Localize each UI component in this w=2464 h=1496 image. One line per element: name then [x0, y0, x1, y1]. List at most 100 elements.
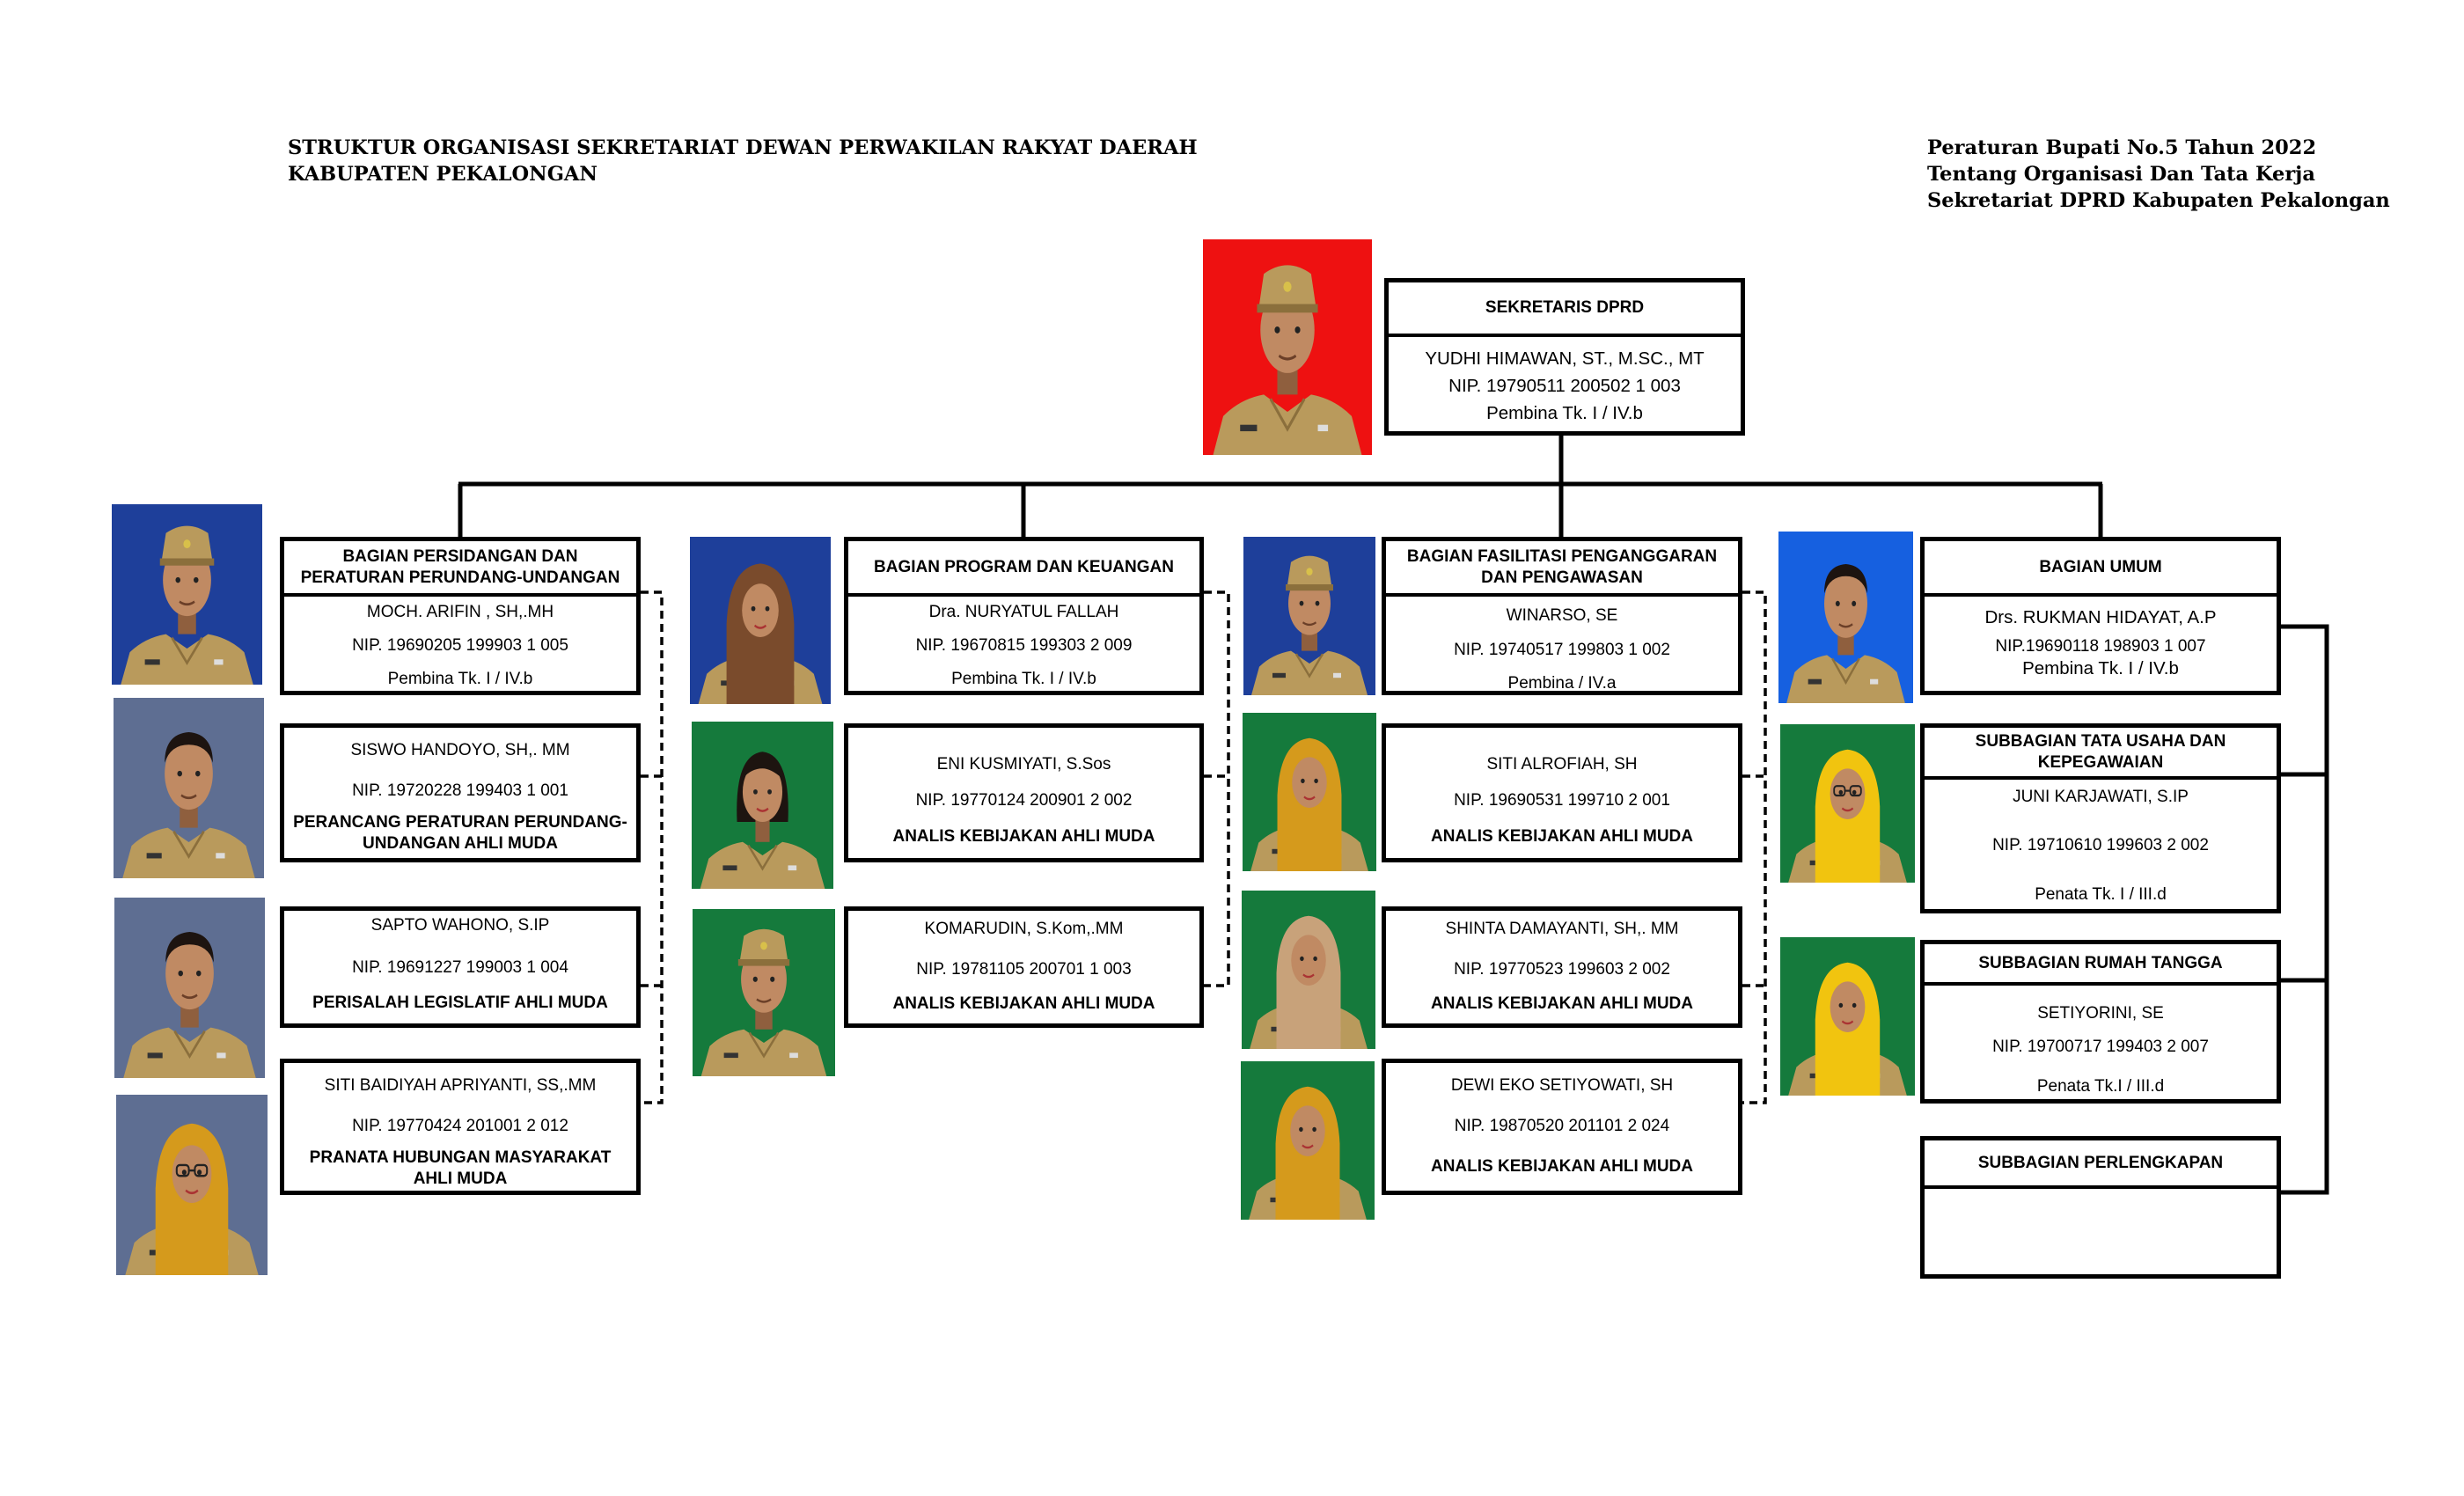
bagian-persidangan-box: BAGIAN PERSIDANGAN DAN PERATURAN PERUNDA… [280, 537, 641, 695]
staff-name: KOMARUDIN, S.Kom,.MM [924, 920, 1124, 938]
bagian-umum-box: BAGIAN UMUM Drs. RUKMAN HIDAYAT, A.P NIP… [1920, 537, 2281, 695]
staff-name: SISWO HANDOYO, SH,. MM [350, 741, 570, 759]
portrait-photo [1780, 937, 1915, 1096]
staff-box: SHINTA DAMAYANTI, SH,. MM NIP. 19770523 … [1382, 906, 1742, 1028]
staff-nip: NIP. 19770424 201001 2 012 [352, 1117, 568, 1135]
official-name: JUNI KARJAWATI, S.IP [2013, 788, 2189, 806]
regulation-line-3: Sekretariat DPRD Kabupaten Pekalongan [1927, 189, 2390, 212]
portrait-image [114, 698, 264, 878]
official-rank: Pembina / IV.a [1507, 674, 1617, 693]
official-name: MOCH. ARIFIN , SH,.MH [366, 603, 554, 621]
portrait-photo [114, 898, 265, 1078]
portrait-photo [1242, 891, 1375, 1049]
portrait-image [692, 722, 833, 889]
box-title: BAGIAN PROGRAM DAN KEUANGAN [848, 541, 1199, 597]
staff-name: SITI ALROFIAH, SH [1486, 755, 1638, 774]
official-nip: NIP. 19710610 199603 2 002 [1992, 836, 2209, 854]
staff-nip: NIP. 19781105 200701 1 003 [916, 960, 1132, 979]
title-line-1: STRUKTUR ORGANISASI SEKRETARIAT DEWAN PE… [288, 136, 1198, 159]
portrait-photo [1203, 239, 1372, 455]
document-title: STRUKTUR ORGANISASI SEKRETARIAT DEWAN PE… [288, 135, 1198, 187]
official-rank: Penata Tk. I / III.d [2035, 885, 2167, 904]
portrait-photo [692, 722, 833, 889]
official-rank: Penata Tk.I / III.d [2036, 1077, 2165, 1096]
staff-role: PERANCANG PERATURAN PERUNDANG-UNDANGAN A… [293, 813, 627, 853]
staff-box: DEWI EKO SETIYOWATI, SH NIP. 19870520 20… [1382, 1059, 1742, 1195]
official-name: WINARSO, SE [1506, 606, 1618, 625]
official-name: Dra. NURYATUL FALLAH [928, 603, 1119, 621]
staff-name: SAPTO WAHONO, S.IP [370, 916, 550, 935]
official-rank: Pembina Tk. I / IV.b [951, 670, 1096, 688]
official-nip: NIP.19690118 198903 1 007 [1995, 637, 2206, 656]
portrait-photo [1243, 537, 1375, 695]
portrait-image [1778, 532, 1913, 703]
portrait-image [116, 1095, 268, 1275]
box-title: SEKRETARIS DPRD [1389, 282, 1741, 337]
staff-role: ANALIS KEBIJAKAN AHLI MUDA [1430, 994, 1694, 1013]
box-title: SUBBAGIAN TATA USAHA DAN KEPEGAWAIAN [1925, 728, 2277, 780]
subbagian-perlengkapan-box: SUBBAGIAN PERLENGKAPAN [1920, 1136, 2281, 1279]
portrait-photo [1241, 1061, 1375, 1220]
regulation-reference: Peraturan Bupati No.5 Tahun 2022 Tentang… [1927, 135, 2390, 214]
staff-box: SAPTO WAHONO, S.IP NIP. 19691227 199003 … [280, 906, 641, 1028]
staff-nip: NIP. 19870520 201101 2 024 [1454, 1117, 1670, 1135]
official-nip: NIP. 19790511 200502 1 003 [1448, 376, 1681, 396]
staff-role: ANALIS KEBIJAKAN AHLI MUDA [1430, 827, 1694, 846]
connector-umum-bracket [2281, 624, 2329, 1195]
box-title: BAGIAN UMUM [1925, 541, 2277, 597]
portrait-image [114, 898, 265, 1078]
portrait-photo [114, 698, 264, 878]
box-title: SUBBAGIAN RUMAH TANGGA [1925, 944, 2277, 986]
subbagian-rumah-tangga-box: SUBBAGIAN RUMAH TANGGA SETIYORINI, SE NI… [1920, 940, 2281, 1104]
official-nip: NIP. 19690205 199903 1 005 [352, 636, 568, 655]
staff-role: PRANATA HUBUNGAN MASYARAKAT AHLI MUDA [309, 1148, 612, 1188]
box-title: BAGIAN PERSIDANGAN DAN PERATURAN PERUNDA… [284, 541, 636, 597]
regulation-line-2: Tentang Organisasi Dan Tata Kerja [1927, 163, 2315, 186]
portrait-photo [116, 1095, 268, 1275]
staff-box: KOMARUDIN, S.Kom,.MM NIP. 19781105 20070… [844, 906, 1204, 1028]
official-nip: NIP. 19700717 199403 2 007 [1992, 1038, 2209, 1056]
official-nip: NIP. 19740517 199803 1 002 [1454, 641, 1670, 659]
staff-nip: NIP. 19720228 199403 1 001 [352, 781, 568, 800]
staff-box: SITI ALROFIAH, SH NIP. 19690531 199710 2… [1382, 723, 1742, 862]
portrait-image [693, 909, 835, 1076]
official-rank: Pembina Tk. I / IV.b [387, 670, 533, 688]
staff-box: ENI KUSMIYATI, S.Sos NIP. 19770124 20090… [844, 723, 1204, 862]
official-name: Drs. RUKMAN HIDAYAT, A.P [1984, 607, 2217, 627]
portrait-image [1241, 1061, 1375, 1220]
official-rank: Pembina Tk. I / IV.b [2022, 658, 2179, 678]
portrait-photo [690, 537, 831, 704]
staff-nip: NIP. 19690531 199710 2 001 [1454, 791, 1670, 810]
staff-nip: NIP. 19770124 200901 2 002 [915, 791, 1133, 810]
connector-fasilitasi-staff [1742, 590, 1767, 1104]
staff-role: ANALIS KEBIJAKAN AHLI MUDA [892, 994, 1155, 1013]
portrait-photo [1778, 532, 1913, 703]
subbagian-tata-usaha-box: SUBBAGIAN TATA USAHA DAN KEPEGAWAIAN JUN… [1920, 723, 2281, 913]
official-name: SETIYORINI, SE [2037, 1004, 2164, 1023]
staff-name: DEWI EKO SETIYOWATI, SH [1450, 1076, 1674, 1095]
portrait-image [1780, 937, 1915, 1096]
portrait-photo [1780, 724, 1915, 883]
portrait-image [112, 504, 262, 685]
portrait-image [1243, 713, 1376, 871]
staff-nip: NIP. 19691227 199003 1 004 [352, 958, 568, 977]
portrait-photo [112, 504, 262, 685]
box-title: SUBBAGIAN PERLENGKAPAN [1925, 1140, 2277, 1189]
staff-box: SITI BAIDIYAH APRIYANTI, SS,.MM NIP. 197… [280, 1059, 641, 1195]
portrait-image [1203, 239, 1372, 455]
staff-role: ANALIS KEBIJAKAN AHLI MUDA [892, 827, 1155, 846]
portrait-image [1242, 891, 1375, 1049]
regulation-line-1: Peraturan Bupati No.5 Tahun 2022 [1927, 136, 2317, 159]
official-rank: Pembina Tk. I / IV.b [1486, 403, 1643, 423]
portrait-photo [693, 909, 835, 1076]
connector-program-staff [1204, 590, 1230, 987]
staff-role: ANALIS KEBIJAKAN AHLI MUDA [1430, 1157, 1694, 1176]
staff-nip: NIP. 19770523 199603 2 002 [1454, 960, 1670, 979]
bagian-fasilitasi-box: BAGIAN FASILITASI PENGANGGARAN DAN PENGA… [1382, 537, 1742, 695]
sekretaris-dprd-box: SEKRETARIS DPRD YUDHI HIMAWAN, ST., M.SC… [1384, 278, 1745, 436]
official-nip: NIP. 19670815 199303 2 009 [915, 636, 1133, 655]
staff-box: SISWO HANDOYO, SH,. MM NIP. 19720228 199… [280, 723, 641, 862]
portrait-image [690, 537, 831, 704]
staff-name: SITI BAIDIYAH APRIYANTI, SS,.MM [324, 1076, 597, 1095]
